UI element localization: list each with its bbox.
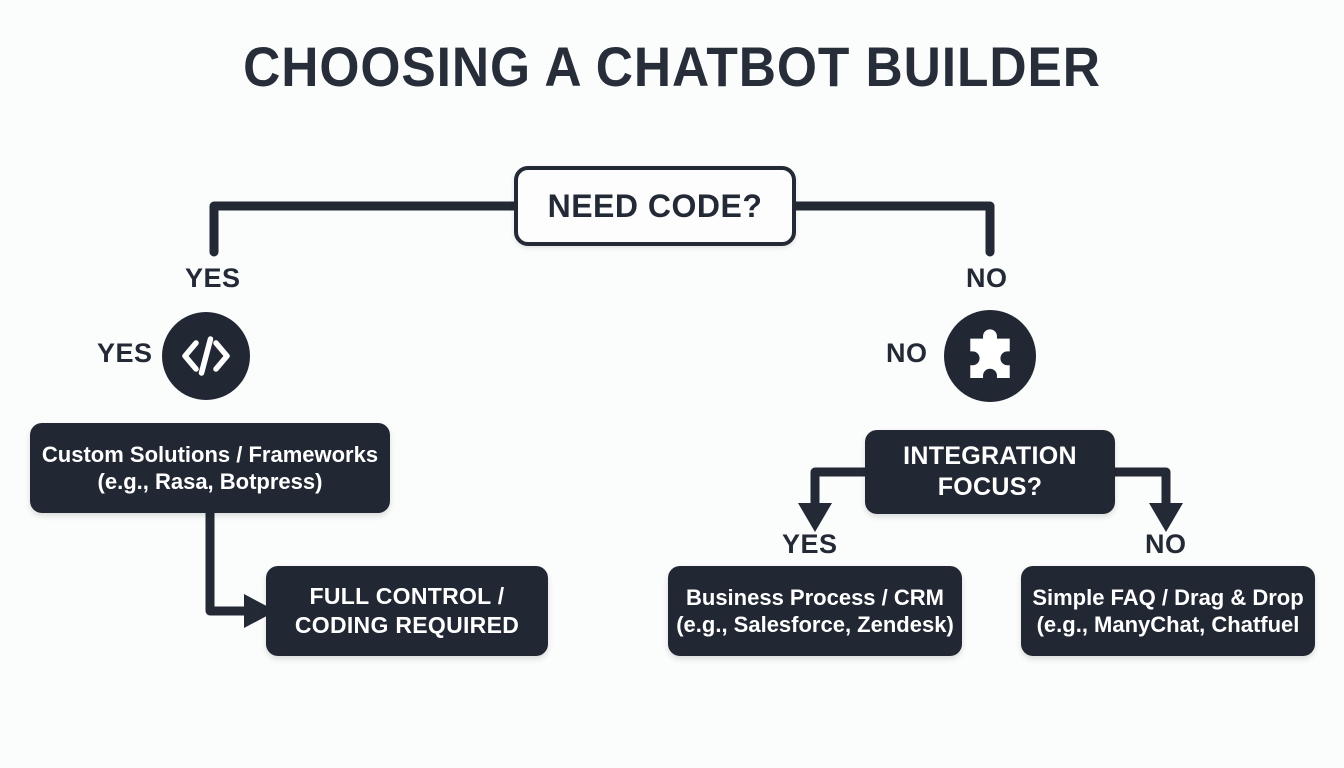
node-business-process[interactable]: Business Process / CRM (e.g., Salesforce… <box>668 566 962 656</box>
arrowhead-no-lower <box>1149 503 1183 532</box>
node-full-control-line1: FULL CONTROL / <box>309 583 505 610</box>
edge-label-no-lower: NO <box>1145 529 1187 559</box>
node-custom-solutions-line1: Custom Solutions / Frameworks <box>41 441 379 467</box>
node-business-process-line1: Business Process / CRM <box>686 584 944 610</box>
edge-custom-to-fullcontrol <box>205 508 253 616</box>
node-simple-faq-line1: Simple FAQ / Drag & Drop <box>1032 584 1304 610</box>
edge-label-yes-icon: YES <box>97 338 153 368</box>
node-full-control-line2: CODING REQUIRED <box>294 612 520 638</box>
node-integration-focus-line2: FOCUS? <box>937 473 1043 501</box>
edge-label-yes-lower: YES <box>782 529 838 559</box>
edge-label-yes-top: YES <box>185 263 241 293</box>
node-custom-solutions[interactable]: Custom Solutions / Frameworks (e.g., Ras… <box>30 423 390 513</box>
node-integration-focus-line1: INTEGRATION <box>903 441 1077 470</box>
node-simple-faq-line2: (e.g., ManyChat, Chatfuel <box>1036 612 1300 637</box>
edge-integration-to-no <box>1110 467 1171 510</box>
node-custom-solutions-line2: (e.g., Rasa, Botpress) <box>97 469 323 494</box>
edge-label-no-top: NO <box>966 263 1008 293</box>
edge-integration-to-yes <box>810 467 870 510</box>
code-icon-glyph <box>182 336 230 376</box>
node-business-process-line2: (e.g., Salesforce, Zendesk) <box>676 612 954 637</box>
edge-root-to-yes <box>209 201 519 257</box>
node-simple-faq[interactable]: Simple FAQ / Drag & Drop (e.g., ManyChat… <box>1021 566 1315 656</box>
edge-root-to-no <box>791 201 995 257</box>
edge-label-no-icon: NO <box>886 338 928 368</box>
node-integration-focus[interactable]: INTEGRATION FOCUS? <box>865 430 1115 514</box>
code-icon <box>162 312 250 400</box>
node-need-code[interactable]: NEED CODE? <box>514 166 796 246</box>
node-need-code-label: NEED CODE? <box>547 187 763 224</box>
page-title: CHOOSING A CHATBOT BUILDER <box>243 35 1101 98</box>
node-full-control[interactable]: FULL CONTROL / CODING REQUIRED <box>266 566 548 656</box>
arrowhead-yes-lower <box>798 503 832 532</box>
puzzle-piece-icon <box>944 310 1036 402</box>
puzzle-piece-icon-glyph <box>970 329 1010 379</box>
